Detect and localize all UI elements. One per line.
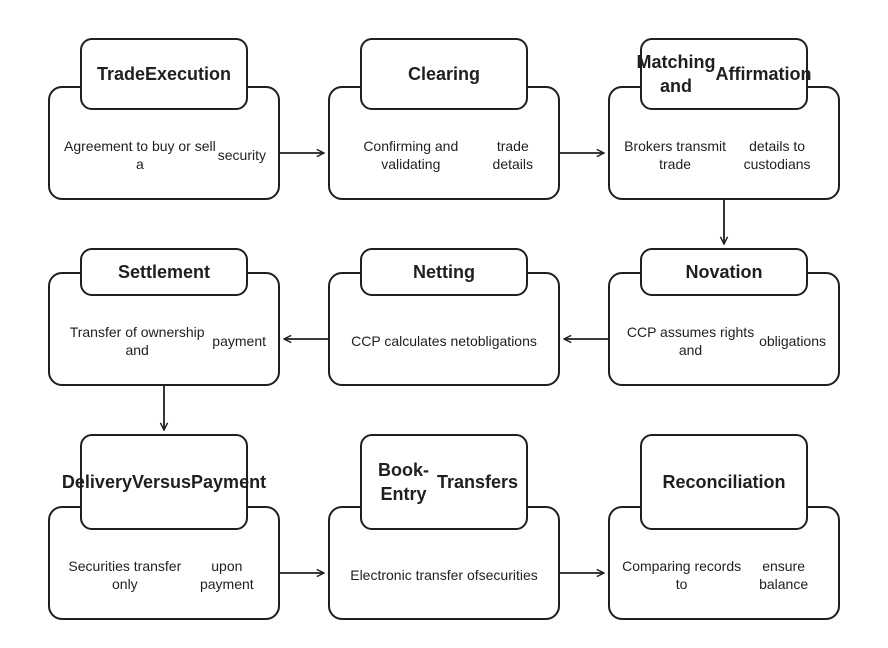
- step-title-novation: Novation: [640, 248, 808, 296]
- step-title-settlement: Settlement: [80, 248, 248, 296]
- step-title-reconciliation: Reconciliation: [640, 434, 808, 530]
- step-title-clearing: Clearing: [360, 38, 528, 110]
- step-title-netting: Netting: [360, 248, 528, 296]
